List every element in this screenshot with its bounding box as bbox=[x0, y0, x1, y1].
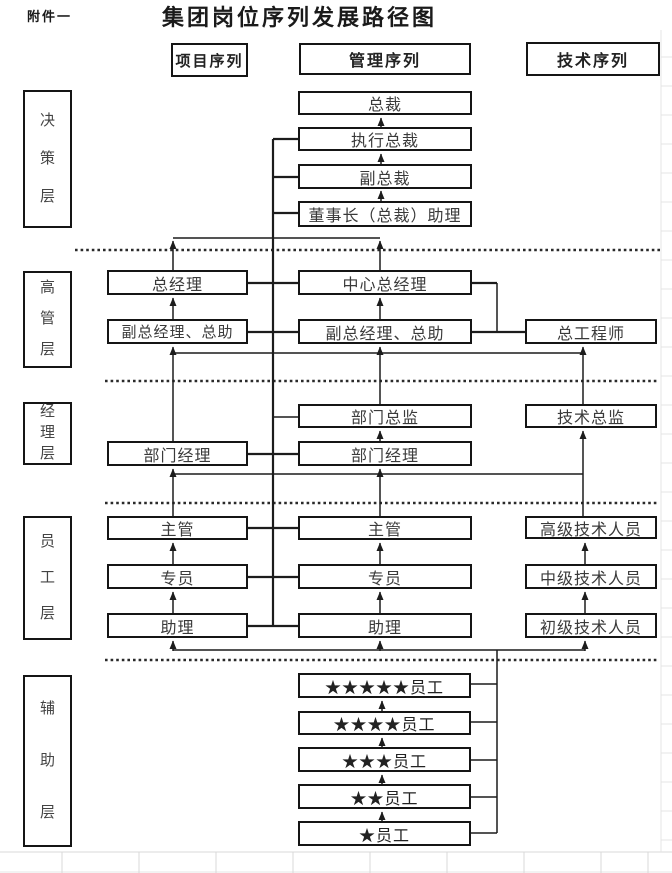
layer-label-auxiliary: 辅助层 bbox=[23, 675, 72, 847]
node-mid-technician: 中级技术人员 bbox=[525, 564, 657, 589]
node-general-manager: 总经理 bbox=[107, 270, 248, 295]
node-dept-manager-project: 部门经理 bbox=[107, 441, 248, 466]
node-deputy-gm-management: 副总经理、总助 bbox=[298, 319, 472, 344]
layer-label-manager-text: 经理层 bbox=[39, 404, 55, 462]
sheet-gridlines bbox=[0, 30, 672, 873]
header-technical-sequence: 技术序列 bbox=[526, 42, 660, 76]
header-project-sequence: 项目序列 bbox=[171, 43, 248, 77]
node-vice-president: 副总裁 bbox=[298, 164, 472, 189]
layer-label-manager: 经理层 bbox=[23, 402, 72, 465]
node-five-star-employee: ★★★★★员工 bbox=[298, 673, 471, 698]
node-dept-director: 部门总监 bbox=[298, 404, 472, 428]
header-management-sequence: 管理序列 bbox=[299, 43, 471, 75]
node-dept-manager-management: 部门经理 bbox=[298, 441, 472, 466]
node-senior-technician: 高级技术人员 bbox=[525, 516, 657, 539]
node-center-general-manager: 中心总经理 bbox=[298, 270, 472, 295]
layer-label-decision: 决策层 bbox=[23, 90, 72, 228]
layer-label-staff: 员工层 bbox=[23, 516, 72, 640]
node-assistant-management: 助理 bbox=[298, 613, 472, 638]
layer-label-executive: 高管层 bbox=[23, 271, 72, 368]
node-supervisor-project: 主管 bbox=[107, 516, 248, 540]
node-tech-director: 技术总监 bbox=[525, 404, 657, 428]
layer-label-auxiliary-text: 辅助层 bbox=[39, 701, 55, 821]
node-supervisor-management: 主管 bbox=[298, 516, 472, 540]
attachment-label: 附件一 bbox=[27, 9, 73, 24]
page-title: 集团岗位序列发展路径图 bbox=[162, 5, 438, 30]
layer-label-executive-text: 高管层 bbox=[39, 280, 55, 358]
layer-label-staff-text: 员工层 bbox=[39, 534, 55, 622]
node-chief-engineer: 总工程师 bbox=[525, 319, 657, 344]
node-deputy-gm-project: 副总经理、总助 bbox=[107, 319, 248, 344]
node-president: 总裁 bbox=[298, 91, 472, 115]
node-three-star-employee: ★★★员工 bbox=[298, 747, 471, 772]
node-two-star-employee: ★★员工 bbox=[298, 784, 471, 809]
node-assistant-project: 助理 bbox=[107, 613, 248, 638]
layer-label-decision-text: 决策层 bbox=[39, 113, 55, 205]
node-four-star-employee: ★★★★员工 bbox=[298, 711, 471, 735]
node-one-star-employee: ★员工 bbox=[298, 821, 471, 846]
node-specialist-management: 专员 bbox=[298, 564, 472, 589]
node-junior-technician: 初级技术人员 bbox=[525, 613, 657, 638]
node-specialist-project: 专员 bbox=[107, 564, 248, 589]
node-chairman-assistant: 董事长（总裁）助理 bbox=[298, 201, 472, 227]
node-exec-president: 执行总裁 bbox=[298, 127, 472, 151]
